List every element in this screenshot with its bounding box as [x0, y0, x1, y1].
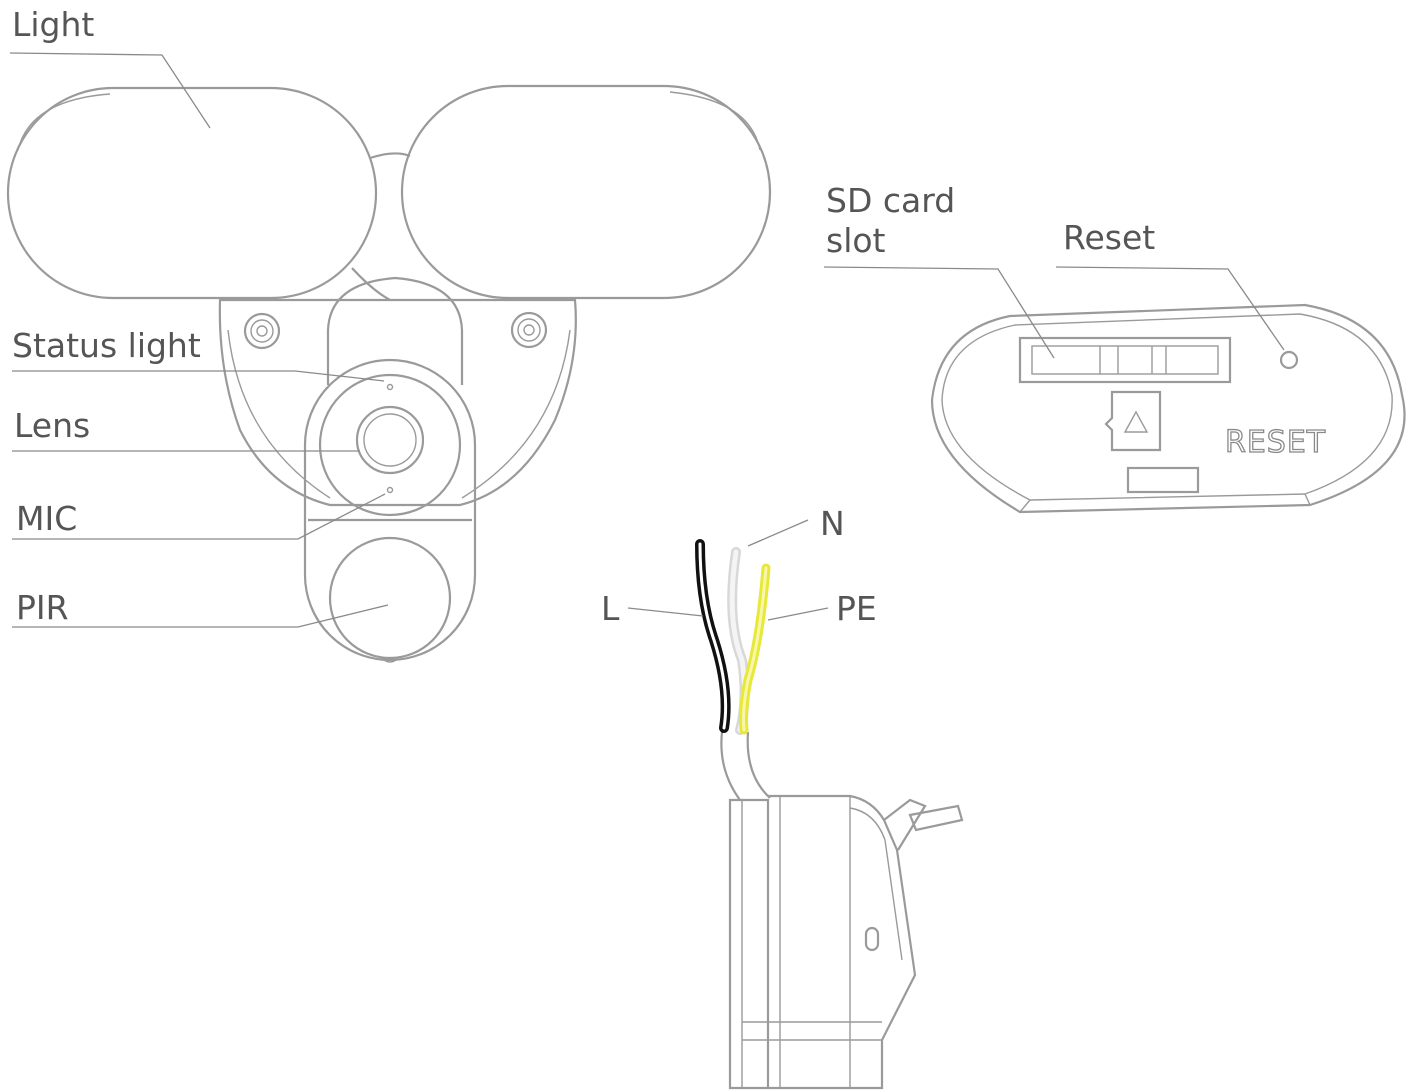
sd-card-symbol-icon: [1104, 390, 1162, 452]
light-left: [6, 86, 378, 300]
label-pir: PIR: [16, 588, 69, 627]
label-sd-card-line1: SD card: [826, 181, 955, 220]
reset-hole-icon: [1279, 350, 1299, 370]
light-right: [400, 84, 772, 300]
lens-icon: [355, 405, 425, 475]
pir-sensor-icon: [328, 536, 452, 660]
sd-card-slot-icon: [1018, 336, 1232, 384]
bottom-vent: [1126, 466, 1200, 494]
bottom-view: RESET: [930, 303, 1406, 514]
bottom-leaders: [823, 266, 1285, 359]
mic-icon: [386, 486, 394, 494]
status-light-icon: [386, 383, 394, 391]
screw-left-icon: [243, 312, 281, 350]
mounting-plate: [218, 298, 577, 507]
side-housing: [728, 798, 770, 1090]
camera-body: [303, 358, 477, 662]
cable-sheath: [720, 731, 771, 801]
label-mic: MIC: [16, 499, 77, 538]
bottom-housing-outer: [930, 303, 1406, 514]
label-reset: Reset: [1063, 218, 1155, 257]
label-wire-pe: PE: [836, 589, 877, 628]
wire-leaders: [627, 519, 829, 621]
side-button-icon: [864, 926, 880, 952]
reset-print: RESET: [1225, 425, 1326, 460]
label-wire-l: L: [601, 589, 620, 628]
front-leaders: [9, 52, 389, 628]
front-view: [6, 84, 772, 663]
label-lens: Lens: [14, 406, 90, 445]
camera-face: [318, 373, 462, 517]
label-light: Light: [12, 5, 94, 44]
side-view: [695, 539, 964, 1090]
camera-arm: [326, 276, 464, 385]
label-wire-n: N: [820, 504, 845, 543]
label-status-light: Status light: [12, 326, 201, 365]
label-sd-card-line2: slot: [826, 221, 886, 260]
screw-right-icon: [510, 311, 548, 349]
